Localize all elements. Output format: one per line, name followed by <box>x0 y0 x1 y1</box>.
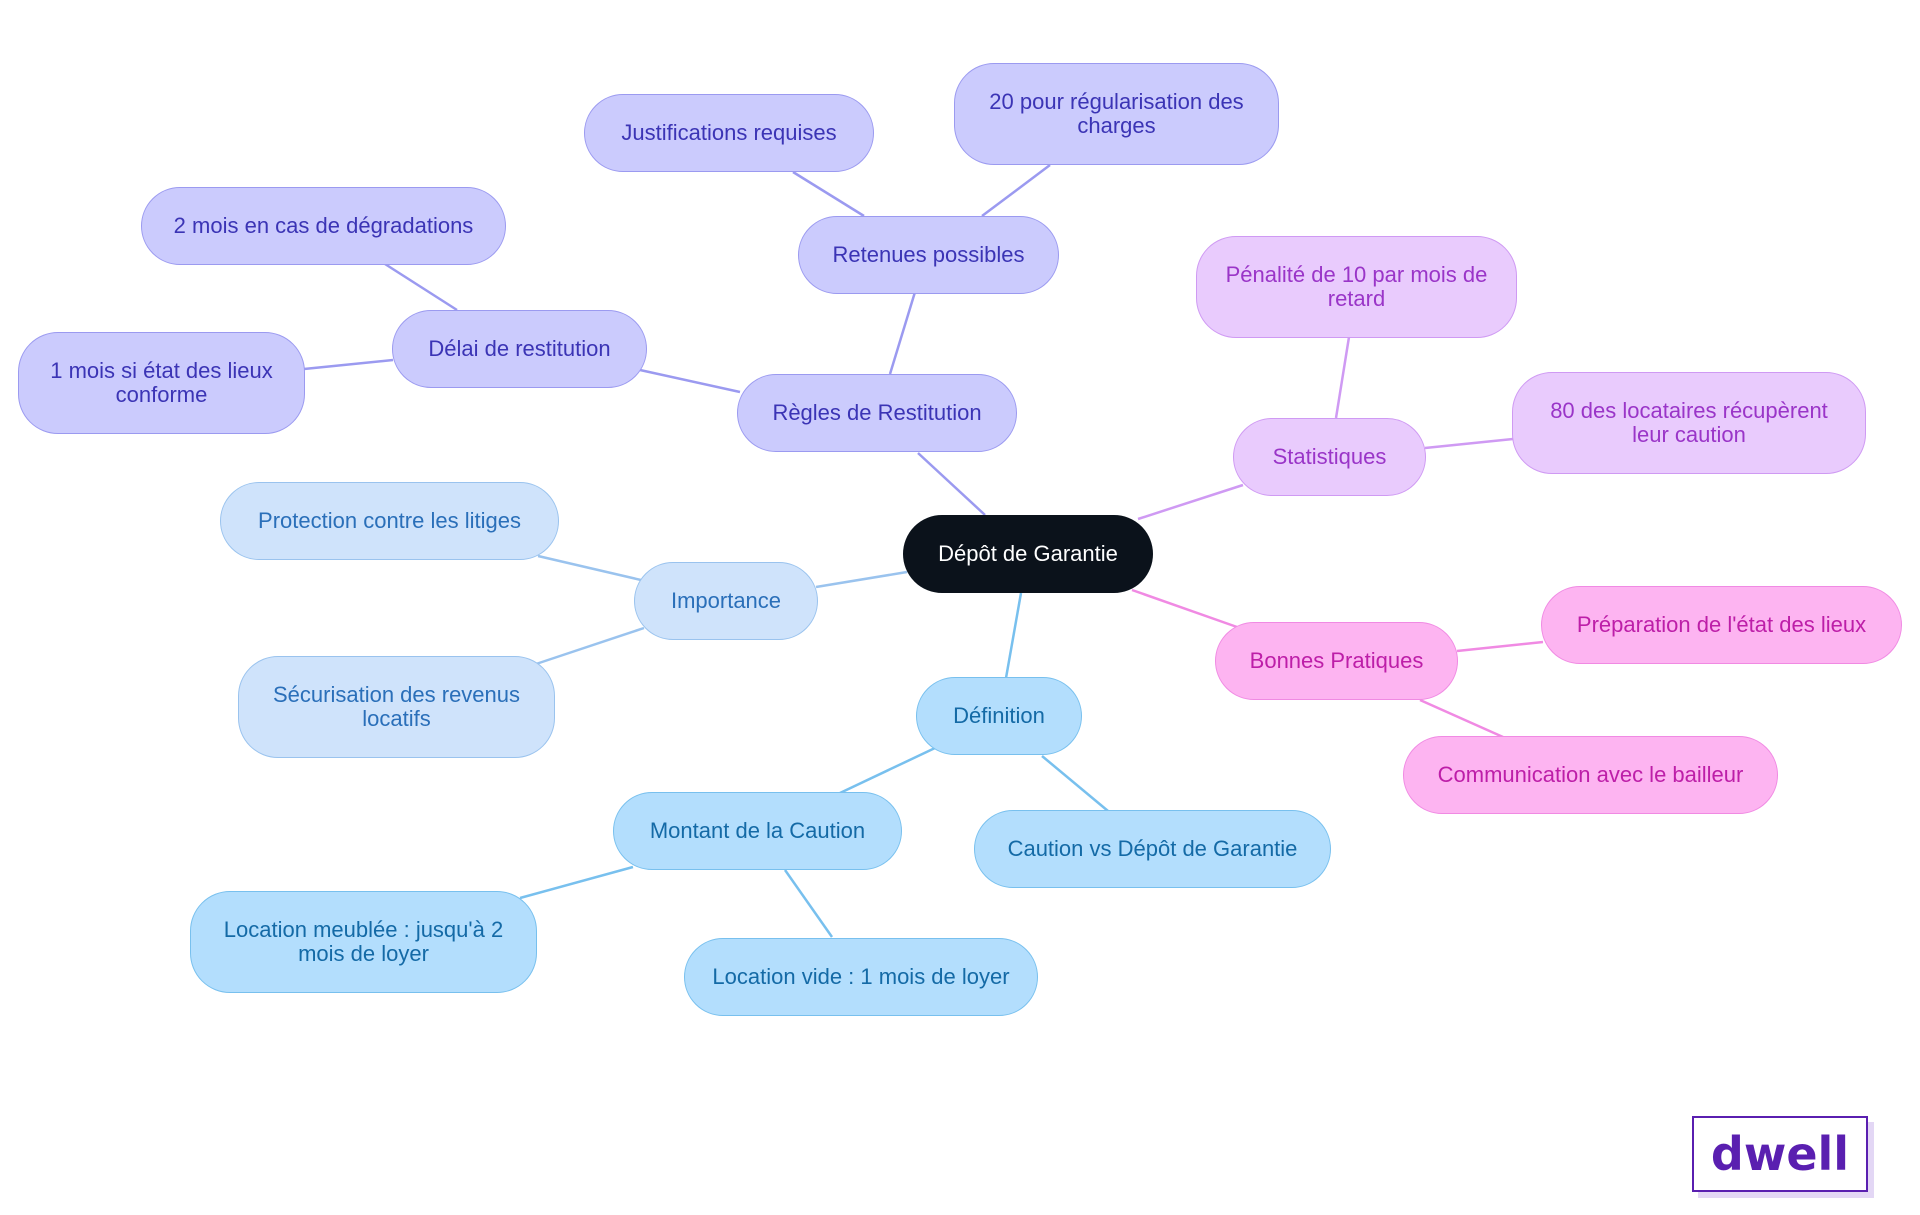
node-penalite-retard: Pénalité de 10 par mois de retard <box>1196 236 1517 338</box>
edge-montant-meublee <box>519 865 634 900</box>
node-un-mois-conforme: 1 mois si état des lieux conforme <box>18 332 305 434</box>
node-location-meublee: Location meublée : jusqu'à 2 mois de loy… <box>190 891 537 993</box>
node-protection-litiges: Protection contre les litiges <box>220 482 559 560</box>
edge-delai-un-mois <box>303 358 394 371</box>
edge-definition-montant <box>839 746 936 795</box>
edge-definition-caution-vs <box>1041 755 1109 812</box>
node-regularisation-charges: 20 pour régularisation des charges <box>954 63 1279 165</box>
node-justifications-requises: Justifications requises <box>584 94 874 172</box>
edge-regles-retenues <box>888 291 917 375</box>
edge-importance-securisation <box>535 626 645 666</box>
edge-regles-delai <box>639 368 741 394</box>
edge-root-bonnes-pratiques <box>1131 588 1238 629</box>
node-bonnes-pratiques: Bonnes Pratiques <box>1215 622 1458 700</box>
edge-root-importance <box>815 570 908 589</box>
edge-montant-vide <box>783 869 834 938</box>
edge-retenues-regularisation <box>981 164 1051 217</box>
node-regles-restitution: Règles de Restitution <box>737 374 1017 452</box>
edge-root-definition <box>1004 592 1023 679</box>
node-location-vide: Location vide : 1 mois de loyer <box>684 938 1038 1016</box>
edge-delai-deux-mois <box>384 262 458 312</box>
node-montant-caution: Montant de la Caution <box>613 792 902 870</box>
node-communication-bailleur: Communication avec le bailleur <box>1403 736 1778 814</box>
edge-bonnes-pratiques-preparation <box>1456 640 1544 653</box>
node-definition: Définition <box>916 677 1082 755</box>
node-preparation-etat-lieux: Préparation de l'état des lieux <box>1541 586 1902 664</box>
node-securisation-revenus: Sécurisation des revenus locatifs <box>238 656 555 758</box>
node-delai-restitution: Délai de restitution <box>392 310 647 388</box>
dwell-logo: dwell <box>1692 1116 1868 1192</box>
node-locataires-recuperent: 80 des locataires récupèrent leur cautio… <box>1512 372 1866 474</box>
edge-statistiques-penalite <box>1334 336 1351 419</box>
edge-root-regles <box>917 452 986 516</box>
edge-bonnes-pratiques-communication <box>1419 698 1504 739</box>
node-statistiques: Statistiques <box>1233 418 1426 496</box>
node-importance: Importance <box>634 562 818 640</box>
node-deux-mois-degradations: 2 mois en cas de dégradations <box>141 187 506 265</box>
edge-importance-protection <box>537 554 642 582</box>
edge-retenues-justifications <box>792 170 865 218</box>
node-root: Dépôt de Garantie <box>903 515 1153 593</box>
edge-root-statistiques <box>1137 483 1244 521</box>
node-retenues-possibles: Retenues possibles <box>798 216 1059 294</box>
edge-statistiques-recuperent <box>1424 437 1514 450</box>
node-caution-vs-depot: Caution vs Dépôt de Garantie <box>974 810 1331 888</box>
